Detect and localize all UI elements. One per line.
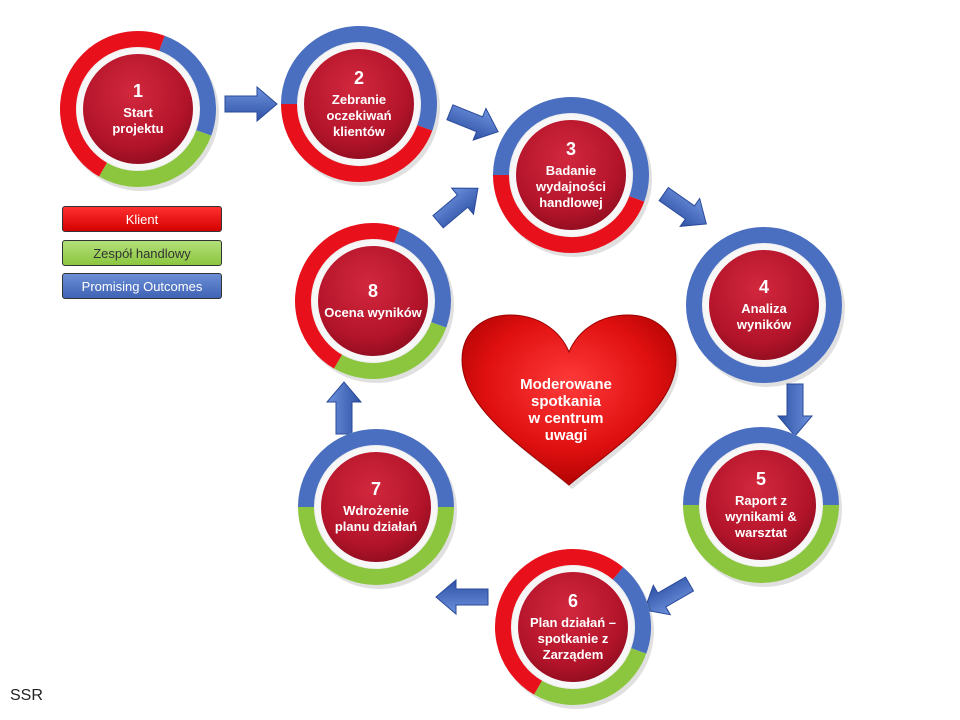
step-3-label-line: Badanie bbox=[546, 163, 597, 178]
step-7-ring-blue bbox=[298, 429, 454, 508]
step-6-ring-blue bbox=[612, 567, 651, 654]
step-2-label-line: klientów bbox=[333, 124, 386, 139]
step-5-label-line: wynikami & bbox=[724, 509, 797, 524]
step-6-disc bbox=[518, 572, 628, 682]
step-3-ring-blue bbox=[493, 97, 649, 202]
step-4-disc bbox=[709, 250, 819, 360]
step-7-ring-green bbox=[298, 506, 454, 585]
step-2-number: 2 bbox=[354, 68, 364, 88]
flow-arrow-2 bbox=[446, 104, 499, 141]
step-7-number: 7 bbox=[371, 479, 381, 499]
step-5-label-line: warsztat bbox=[734, 525, 788, 540]
step-4-label-line: wyników bbox=[736, 317, 792, 332]
flow-arrow-5 bbox=[643, 576, 695, 616]
step-6-ring-red bbox=[495, 549, 624, 695]
step-8-ring-green bbox=[334, 321, 447, 379]
step-7-label-line: planu działań bbox=[335, 519, 417, 534]
flow-arrow-8 bbox=[432, 187, 479, 229]
flow-arrow-7 bbox=[325, 381, 363, 435]
step-1-disc bbox=[83, 54, 193, 164]
step-6-label-line: Zarządem bbox=[543, 647, 604, 662]
step-8-label-line: Ocena wyników bbox=[324, 305, 422, 320]
heart-label-line: Moderowane bbox=[520, 376, 612, 393]
step-8-ring-red bbox=[295, 223, 400, 369]
step-6-label-line: spotkanie z bbox=[538, 631, 609, 646]
step-8-ring-blue bbox=[393, 227, 451, 328]
step-3-label-line: handlowej bbox=[539, 195, 603, 210]
step-4-label-line: Analiza bbox=[741, 301, 787, 316]
step-5-number: 5 bbox=[756, 469, 766, 489]
footer-label: SSR bbox=[10, 687, 43, 704]
step-1-ring-red bbox=[60, 31, 165, 177]
step-5-ring-green bbox=[683, 504, 839, 583]
step-1-ring-green bbox=[99, 129, 212, 187]
flow-arrow-4 bbox=[776, 383, 814, 437]
heart-label-line: uwagi bbox=[545, 427, 588, 444]
legend-promising-outcomes: Promising Outcomes bbox=[62, 273, 222, 299]
step-5-label-line: Raport z bbox=[735, 493, 788, 508]
step-3-number: 3 bbox=[566, 139, 576, 159]
step-3-label-line: wydajności bbox=[535, 179, 606, 194]
step-2-disc bbox=[304, 49, 414, 159]
step-5-disc bbox=[706, 450, 816, 560]
flow-arrow-6 bbox=[435, 578, 489, 616]
step-7-disc bbox=[321, 452, 431, 562]
step-3-ring-red bbox=[493, 174, 645, 253]
flow-arrow-3 bbox=[658, 186, 707, 227]
legend-klient: Klient bbox=[62, 206, 222, 232]
heart-label-line: w centrum bbox=[527, 410, 603, 427]
step-1-ring-blue bbox=[158, 35, 216, 136]
step-5-ring-blue bbox=[683, 427, 839, 506]
step-6-ring-green bbox=[534, 647, 647, 705]
heart-shape bbox=[461, 314, 677, 486]
step-3-disc bbox=[516, 120, 626, 230]
step-6-number: 6 bbox=[568, 591, 578, 611]
step-4-number: 4 bbox=[759, 277, 769, 297]
legend-zespol-handlowy: Zespół handlowy bbox=[62, 240, 222, 266]
step-7-label-line: Wdrożenie bbox=[343, 503, 409, 518]
step-4-ring-blue bbox=[686, 227, 842, 383]
step-8-disc bbox=[318, 246, 428, 356]
step-2-ring-blue bbox=[281, 26, 437, 131]
step-2-ring-red bbox=[281, 103, 433, 182]
step-2-label-line: Zebranie bbox=[332, 92, 386, 107]
step-1-label-line: projektu bbox=[112, 121, 163, 136]
step-2-label-line: oczekiwań bbox=[326, 108, 391, 123]
flow-arrow-1 bbox=[224, 85, 278, 123]
step-1-number: 1 bbox=[133, 81, 143, 101]
step-8-number: 8 bbox=[368, 281, 378, 301]
step-1-label-line: Start bbox=[123, 105, 153, 120]
step-6-label-line: Plan działań – bbox=[530, 615, 616, 630]
heart-label-line: spotkania bbox=[531, 393, 602, 410]
